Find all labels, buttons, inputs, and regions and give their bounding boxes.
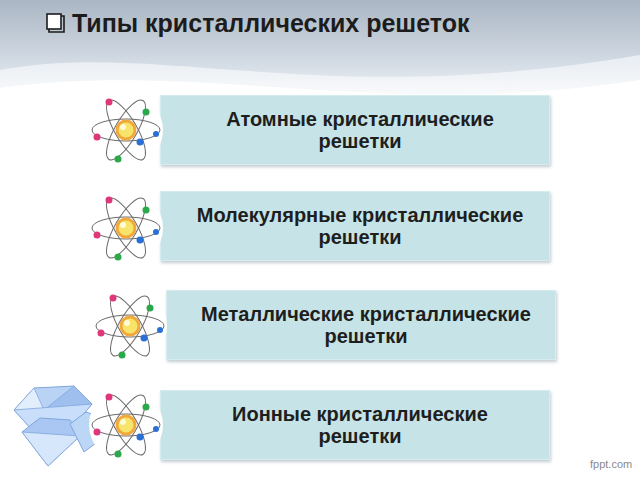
watermark: fppt.com bbox=[590, 458, 632, 470]
text-stack: Ионные кристаллические решетки bbox=[189, 403, 531, 448]
atom-icon bbox=[93, 289, 167, 363]
box-label: Ионные кристаллические решетки bbox=[189, 403, 531, 448]
box-label: Атомные кристаллические решетки bbox=[189, 108, 531, 153]
bullet-square bbox=[47, 14, 61, 29]
slide-title: Типы кристаллических решеток bbox=[72, 9, 469, 38]
type-box: Ионные кристаллические решетки bbox=[160, 390, 550, 460]
type-box: Атомные кристаллические решетки bbox=[160, 95, 550, 165]
box-label: Металлические кристаллические решетки bbox=[195, 303, 537, 348]
text-stack: Молекулярные кристаллические решетки bbox=[189, 204, 531, 249]
type-box: Металлические кристаллические решетки bbox=[166, 290, 556, 360]
bullet-shadow bbox=[49, 16, 64, 32]
text-stack: Металлические кристаллические решетки bbox=[195, 303, 537, 348]
atom-icon bbox=[89, 191, 163, 265]
atom-icon bbox=[89, 388, 163, 462]
box-label: Молекулярные кристаллические решетки bbox=[189, 204, 531, 249]
type-box: Молекулярные кристаллические решетки bbox=[160, 191, 550, 261]
text-stack: Атомные кристаллические решетки bbox=[189, 108, 531, 153]
atom-icon bbox=[89, 93, 163, 167]
gem-illustration bbox=[14, 386, 108, 466]
